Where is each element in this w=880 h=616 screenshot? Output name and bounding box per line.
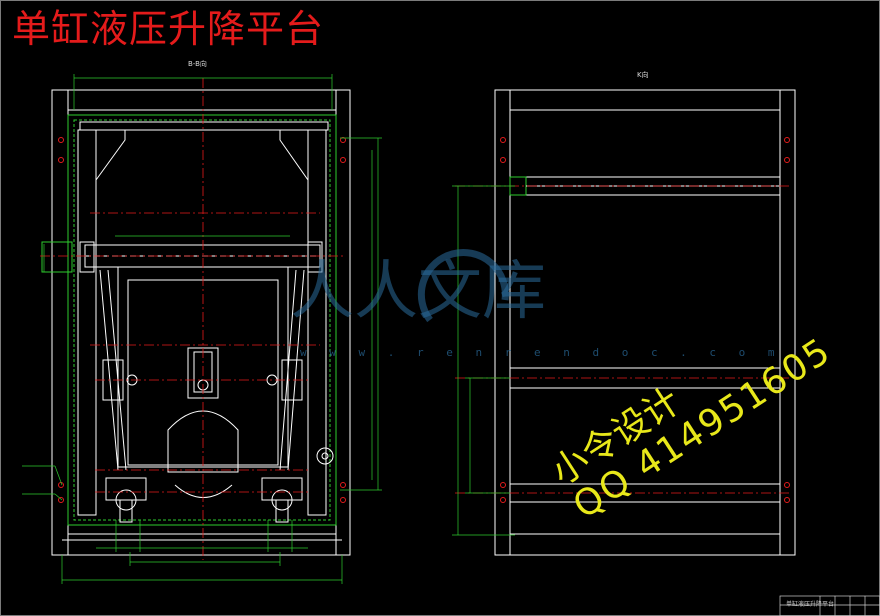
front-view-centerlines <box>40 78 345 560</box>
watermark-url: w w w . r e n r e n d o c . c o m <box>300 346 783 359</box>
inner-housing <box>67 114 337 526</box>
hydraulic-cylinder <box>167 410 239 473</box>
view-label-k: K向 <box>637 71 649 79</box>
drawing-title: 单缸液压升降平台 <box>12 7 325 51</box>
right-column <box>307 129 327 516</box>
view-label-bb: B-B向 <box>188 60 207 68</box>
left-column <box>77 129 97 516</box>
watermark-logo <box>417 249 509 323</box>
title-block-name: 单缸液压升降平台 <box>786 601 835 608</box>
title-block <box>779 595 880 616</box>
front-view-dimensions <box>22 74 382 584</box>
side-view-dimensions <box>452 185 515 536</box>
top-plate <box>79 121 329 131</box>
outer-frame <box>51 89 351 556</box>
side-outer-frame <box>494 89 796 556</box>
watermark-brand: 人人文库 <box>290 255 546 329</box>
